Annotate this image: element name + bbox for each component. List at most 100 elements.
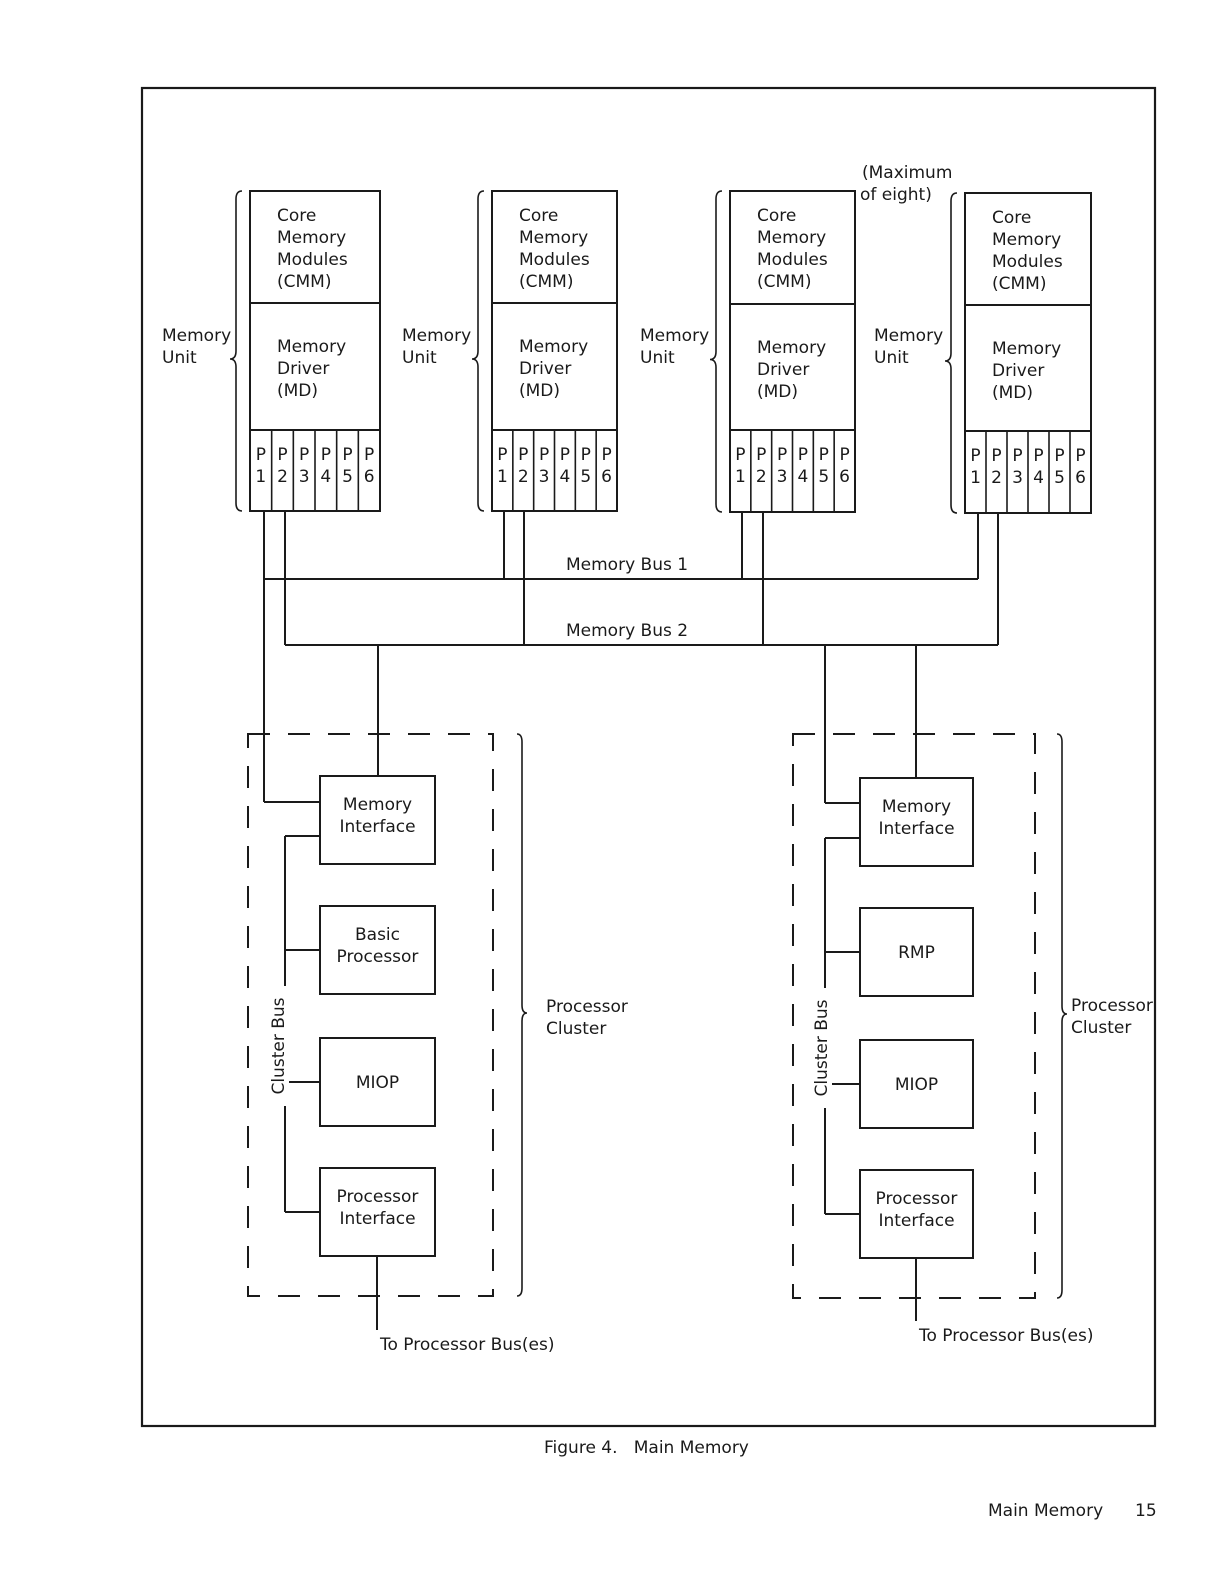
processor-cluster-label-line: Processor (1071, 996, 1153, 1016)
processor-cluster-brace (516, 733, 528, 1297)
port-label-letter: P (518, 445, 528, 465)
port-label-number: 3 (299, 467, 310, 487)
cluster-component-box (319, 905, 436, 995)
port-label-number: 4 (560, 467, 571, 487)
port-label-number: 5 (580, 467, 591, 487)
port-label-letter: P (321, 445, 331, 465)
memory-unit-brace (471, 190, 485, 512)
memory-unit-label-line: Unit (402, 348, 437, 368)
port-label-letter: P (581, 445, 591, 465)
port-label-letter: P (1012, 446, 1022, 466)
md-label-line: (MD) (277, 381, 318, 401)
port-label-number: 4 (1033, 468, 1044, 488)
cmm-label-line: Memory (277, 228, 346, 248)
memory-units: CoreMemoryModules(CMM)MemoryDriver(MD)P1… (162, 190, 1092, 514)
cmm-label-line: Core (277, 206, 316, 226)
memory-unit-brace (944, 192, 958, 514)
memory-bus-1-label: Memory Bus 1 (566, 555, 688, 575)
port-label-letter: P (1054, 446, 1064, 466)
md-label-line: Driver (992, 361, 1044, 381)
cluster-component-label: MIOP (356, 1073, 399, 1093)
md-label-line: Memory (757, 338, 826, 358)
port-label-letter: P (991, 446, 1001, 466)
processor-cluster: MemoryInterfaceBasicProcessorMIOPProcess… (247, 733, 628, 1355)
cmm-label-line: Memory (757, 228, 826, 248)
port-label-number: 4 (320, 467, 331, 487)
cluster-component-box (859, 907, 974, 997)
port-label-letter: P (364, 445, 374, 465)
port-label-letter: P (798, 445, 808, 465)
port-label-number: 2 (277, 467, 288, 487)
max-note-line-2: of eight) (860, 185, 932, 205)
port-label-number: 3 (1012, 468, 1023, 488)
cluster-component-label: Interface (878, 1211, 954, 1231)
memory-unit-label-line: Memory (874, 326, 943, 346)
processor-cluster-label-line: Cluster (546, 1019, 606, 1039)
cluster-bus-label: Cluster Bus (269, 997, 289, 1094)
cluster-bus-label-bg (810, 988, 832, 1108)
port-label-number: 1 (735, 467, 746, 487)
cluster-dashed-boundary (792, 733, 1036, 1299)
memory-unit: CoreMemoryModules(CMM)MemoryDriver(MD)P1… (874, 192, 1092, 514)
cluster-component-label: Basic (355, 925, 400, 945)
port-label-letter: P (601, 445, 611, 465)
memory-unit-brace (229, 190, 243, 512)
processor-clusters: MemoryInterfaceBasicProcessorMIOPProcess… (247, 733, 1153, 1355)
md-label-line: (MD) (992, 383, 1033, 403)
cluster-bus-label: Cluster Bus (812, 999, 832, 1096)
cluster-component-box (859, 1039, 974, 1129)
port-label-number: 5 (1054, 468, 1065, 488)
cmm-label-line: Modules (992, 252, 1063, 272)
cluster-component-label: Processor (876, 1189, 958, 1209)
port-label-letter: P (277, 445, 287, 465)
md-label-line: (MD) (757, 382, 798, 402)
cmm-label-line: Modules (519, 250, 590, 270)
processor-cluster-label-line: Cluster (1071, 1018, 1131, 1038)
port-label-number: 2 (991, 468, 1002, 488)
port-label-letter: P (1075, 446, 1085, 466)
cmm-label-line: Memory (992, 230, 1061, 250)
port-label-number: 6 (839, 467, 850, 487)
memory-bus-2-label: Memory Bus 2 (566, 621, 688, 641)
memory-unit: CoreMemoryModules(CMM)MemoryDriver(MD)P1… (162, 190, 381, 512)
cluster-component-label: RMP (898, 943, 935, 963)
max-note-line-1: (Maximum (862, 163, 952, 183)
figure-caption: Figure 4. Main Memory (544, 1438, 749, 1458)
md-label-line: Memory (519, 337, 588, 357)
cluster-component-label: Interface (878, 819, 954, 839)
port-label-number: 5 (818, 467, 829, 487)
cluster-component-label: MIOP (895, 1075, 938, 1095)
figure-frame (140, 86, 1157, 1428)
cluster-component-box (319, 775, 436, 865)
md-label-line: (MD) (519, 381, 560, 401)
cmm-label-line: (CMM) (757, 272, 811, 292)
port-label-letter: P (539, 445, 549, 465)
memory-unit-label-line: Unit (640, 348, 675, 368)
cluster-component-box (859, 777, 974, 867)
port-label-letter: P (299, 445, 309, 465)
port-label-number: 6 (601, 467, 612, 487)
port-label-letter: P (735, 445, 745, 465)
cluster-bus-label-bg (267, 986, 289, 1106)
memory-unit-brace (709, 190, 723, 513)
port-label-letter: P (497, 445, 507, 465)
cluster-component-box (319, 1037, 436, 1127)
port-label-number: 1 (970, 468, 981, 488)
footer-page-number: 15 (1135, 1501, 1157, 1521)
port-label-number: 4 (798, 467, 809, 487)
cluster-dashed-boundary (247, 733, 494, 1297)
memory-unit-label-line: Memory (162, 326, 231, 346)
to-processor-bus-label: To Processor Bus(es) (918, 1326, 1093, 1346)
cmm-label-line: Core (519, 206, 558, 226)
footer-section: Main Memory (988, 1501, 1103, 1521)
memory-unit: CoreMemoryModules(CMM)MemoryDriver(MD)P1… (402, 190, 618, 512)
cluster-component-label: Interface (339, 817, 415, 837)
cmm-label-line: (CMM) (519, 272, 573, 292)
port-label-letter: P (756, 445, 766, 465)
port-label-number: 3 (539, 467, 550, 487)
cmm-label-line: Modules (757, 250, 828, 270)
port-label-letter: P (839, 445, 849, 465)
md-label-line: Memory (277, 337, 346, 357)
port-label-number: 3 (777, 467, 788, 487)
